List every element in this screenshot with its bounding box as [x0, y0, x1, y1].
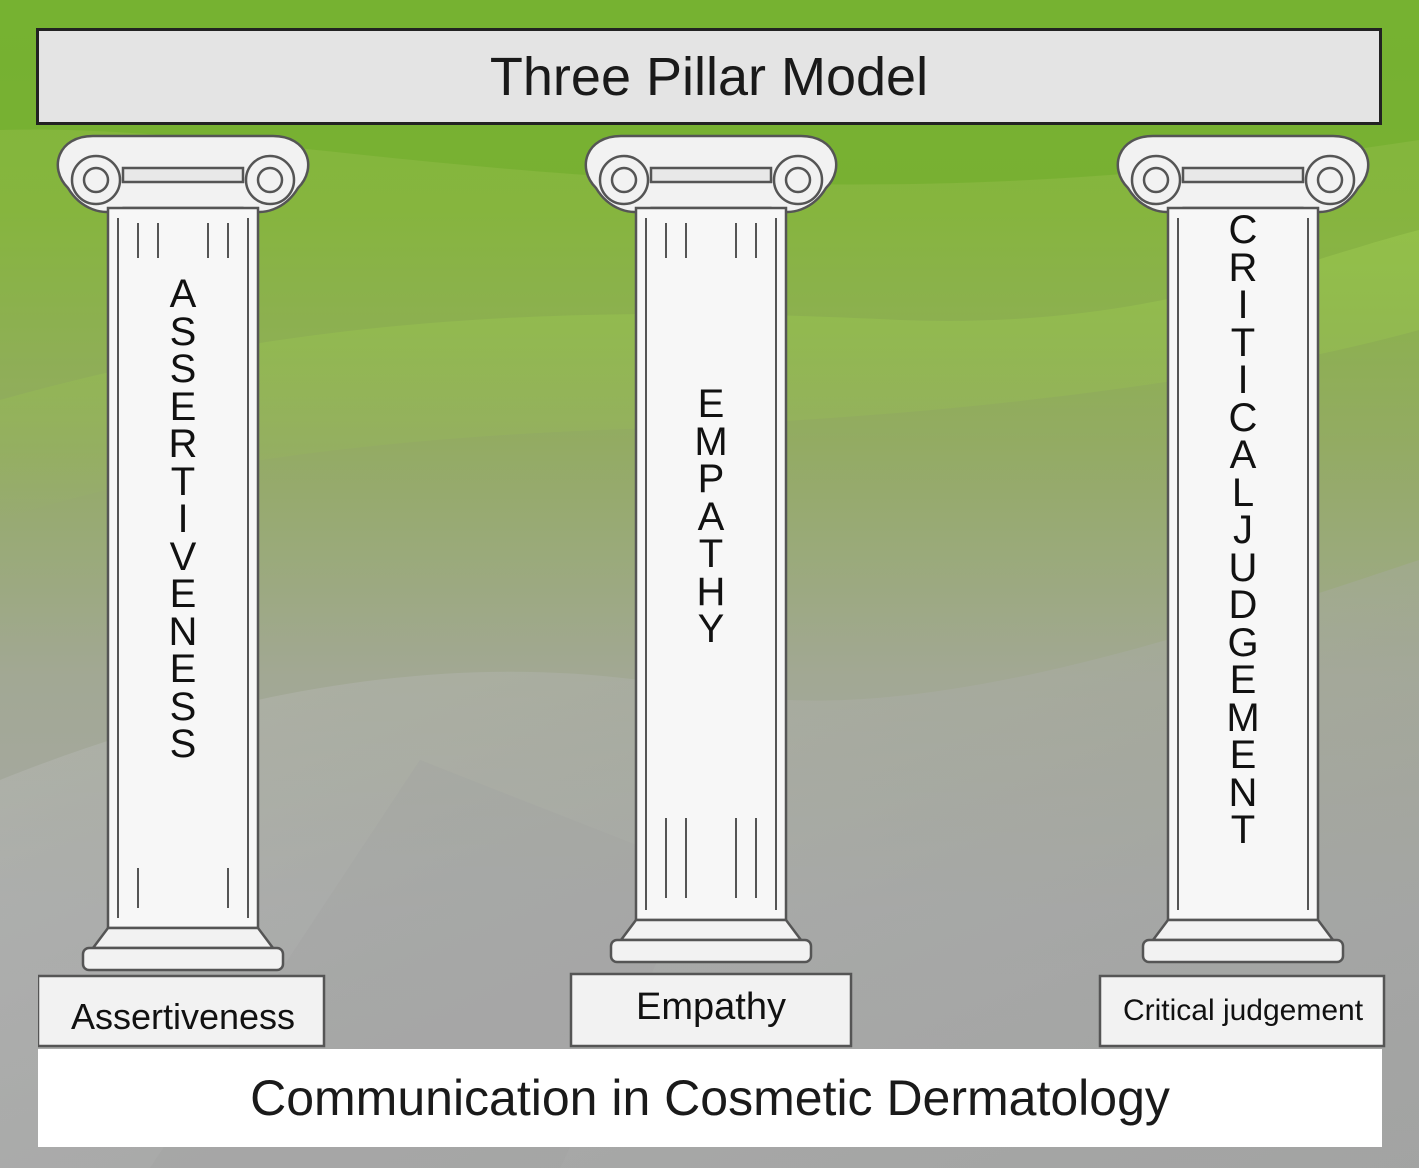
- diagram-title: Three Pillar Model: [489, 46, 929, 107]
- shaft-letter: N: [1228, 770, 1258, 815]
- shaft-letter: T: [698, 532, 724, 576]
- shaft-letter: A: [1229, 433, 1257, 477]
- shaft-letter: G: [1227, 620, 1259, 665]
- shaft-letter: Y: [697, 607, 725, 651]
- shaft-letter: E: [697, 382, 725, 426]
- shaft-letter: I: [1237, 358, 1249, 402]
- pillar-base-label: Empathy: [636, 986, 786, 1028]
- shaft-letter: S: [169, 347, 197, 391]
- shaft-letter: S: [169, 309, 197, 354]
- shaft-letter: C: [1228, 395, 1258, 440]
- footer-bar: Communication in Cosmetic Dermatology: [38, 1049, 1382, 1147]
- pillar-column-graphic: [1098, 134, 1386, 1048]
- footer-title: Communication in Cosmetic Dermatology: [250, 1070, 1170, 1126]
- pillar-base-label: Assertiveness: [70, 996, 296, 1037]
- shaft-letter: E: [1229, 658, 1257, 702]
- shaft-letter: E: [169, 647, 197, 691]
- shaft-letter: E: [169, 384, 197, 429]
- shaft-letter: V: [169, 534, 197, 579]
- shaft-letter: I: [1237, 283, 1249, 327]
- shaft-letter: N: [168, 609, 198, 654]
- shaft-letter: J: [1233, 508, 1253, 552]
- shaft-letter: E: [169, 572, 197, 616]
- pillar-column-graphic: [38, 134, 326, 1048]
- shaft-letter: A: [697, 494, 725, 539]
- shaft-letter: L: [1231, 470, 1255, 515]
- shaft-letter: A: [169, 272, 197, 316]
- shaft-letter: R: [1228, 245, 1258, 290]
- shaft-letter: C: [1228, 208, 1258, 252]
- shaft-letter: T: [170, 459, 196, 504]
- shaft-letter: U: [1228, 545, 1258, 590]
- shaft-letter: E: [1229, 733, 1257, 777]
- shaft-letter: P: [697, 457, 725, 501]
- shaft-letter: S: [169, 684, 197, 729]
- title-bar: Three Pillar Model: [36, 28, 1382, 125]
- shaft-letter: T: [1230, 320, 1256, 365]
- shaft-letter: S: [169, 722, 197, 766]
- shaft-letter: M: [1226, 695, 1260, 740]
- shaft-letter: R: [168, 422, 198, 466]
- shaft-letter: I: [177, 497, 189, 541]
- shaft-letter: M: [694, 419, 728, 464]
- shaft-letter: D: [1228, 583, 1258, 627]
- pillar-column-graphic: [569, 134, 853, 1048]
- shaft-letter: T: [1230, 808, 1256, 852]
- shaft-letter: H: [696, 569, 726, 614]
- pillar-base-label: Critical judgement: [1122, 994, 1364, 1027]
